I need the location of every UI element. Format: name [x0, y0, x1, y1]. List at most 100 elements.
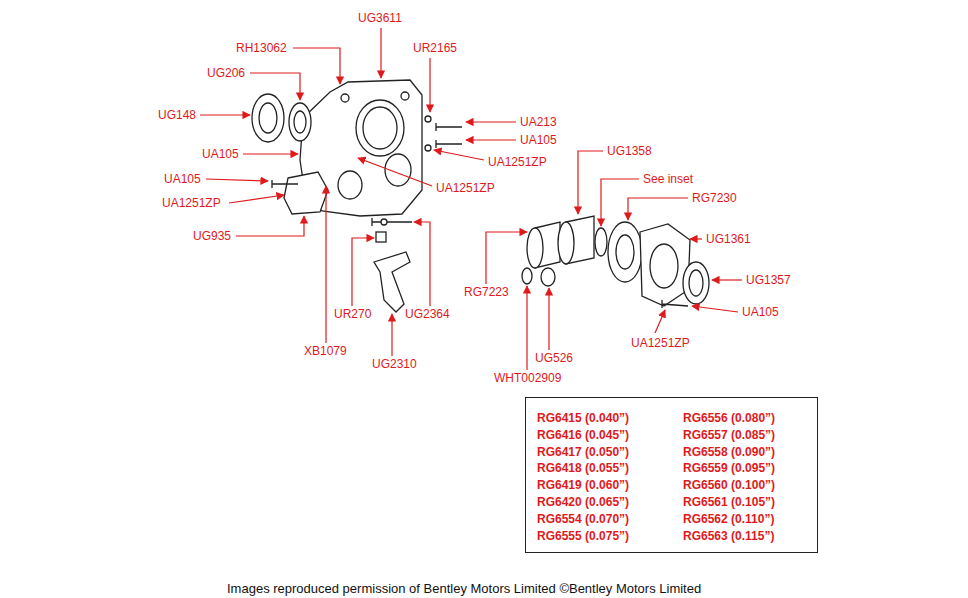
- leader-line: [352, 238, 374, 306]
- leader-line: [358, 158, 432, 186]
- part-number: XB1079: [304, 344, 347, 358]
- leader-line: [325, 186, 326, 343]
- leader-line: [434, 150, 484, 160]
- part-number: UA213: [520, 115, 557, 129]
- part-number: UG1358: [607, 144, 652, 158]
- shim-size: RG6555 (0.075”): [537, 529, 629, 543]
- shim-size: RG6562 (0.110”): [683, 512, 774, 526]
- shim-size: RG6417 (0.050”): [537, 445, 629, 459]
- part-number: RH13062: [236, 41, 287, 55]
- part-number: UA105: [164, 172, 201, 186]
- leader-line: [486, 232, 527, 284]
- washer: [381, 219, 387, 225]
- leader-line: [236, 216, 304, 236]
- leader-line: [526, 286, 527, 370]
- bolt: [272, 180, 298, 188]
- shim-size: RG6560 (0.100”): [683, 478, 775, 492]
- leader-line: [466, 139, 516, 140]
- leader-line: [601, 179, 639, 226]
- shim-size: RG6419 (0.060”): [537, 478, 629, 492]
- leader-line: [200, 114, 250, 115]
- parts: [252, 80, 709, 312]
- shim-size: RG6561 (0.105”): [683, 495, 775, 509]
- part-number: UG3611: [358, 11, 402, 25]
- leader-line: [250, 73, 300, 100]
- leader-line: [548, 288, 549, 350]
- bolt-hole: [341, 94, 349, 102]
- leader-line: [712, 279, 742, 280]
- housing-bore: [356, 100, 404, 156]
- bearing: [608, 222, 642, 282]
- part-number: WHT002909: [494, 371, 561, 385]
- part-number: UG526: [535, 351, 573, 365]
- shim-size: RG6558 (0.090”): [683, 445, 775, 459]
- leader-line: [206, 179, 268, 181]
- leader-line: [429, 58, 430, 112]
- washer: [425, 145, 431, 151]
- shim-size: RG6418 (0.055”): [537, 461, 629, 475]
- leader-line: [243, 153, 298, 154]
- coupling: [558, 222, 574, 264]
- part-number: UG935: [193, 229, 231, 243]
- bearing: [294, 111, 306, 133]
- shim-size: RG6559 (0.095”): [683, 461, 775, 475]
- part-number: UA1251ZP: [436, 181, 495, 195]
- lever: [374, 252, 410, 312]
- flange: [650, 244, 678, 288]
- housing-bore: [338, 171, 362, 199]
- cover-plate: [284, 172, 328, 214]
- part-number: UA105: [520, 133, 557, 147]
- oil-seal: [683, 262, 709, 304]
- shim-size: RG6415 (0.040”): [537, 411, 629, 425]
- bolt: [662, 300, 688, 308]
- part-number: See inset: [643, 172, 693, 186]
- leader-line: [690, 238, 702, 239]
- flange: [640, 224, 690, 306]
- part-number: UG2310: [372, 357, 417, 371]
- washer: [425, 116, 431, 122]
- part-number: UA1251ZP: [631, 336, 690, 350]
- shim-size: RG6420 (0.065”): [537, 495, 629, 509]
- inset-table: RG6415 (0.040”) RG6416 (0.045”) RG6417 (0.…: [525, 397, 818, 553]
- bearing: [289, 103, 311, 141]
- part-number: UR270: [334, 307, 371, 321]
- leader-line: [414, 222, 430, 306]
- gear: [527, 228, 543, 268]
- part-number: UG2364: [405, 307, 450, 321]
- caption: Images reproduced permission of Bentley …: [227, 581, 701, 596]
- shim-size: RG6563 (0.115”): [683, 529, 774, 543]
- leader-line: [229, 195, 284, 203]
- oil-seal: [689, 270, 703, 296]
- shim-size: RG6416 (0.045”): [537, 428, 629, 442]
- shim: [595, 228, 607, 256]
- part-number: UG1357: [746, 273, 791, 287]
- bolt: [436, 123, 462, 131]
- bolt-hole: [401, 92, 409, 100]
- part-number: RG7230: [692, 191, 737, 205]
- part-number: UA105: [742, 305, 779, 319]
- nut: [541, 268, 555, 286]
- part-number: UG1361: [706, 232, 751, 246]
- part-number: UR2165: [413, 41, 457, 55]
- leader-line: [692, 306, 738, 312]
- part-number: UG206: [207, 66, 245, 80]
- oil-seal: [252, 94, 284, 142]
- washer: [522, 268, 532, 284]
- oil-seal: [259, 103, 277, 133]
- part-number: UG148: [158, 108, 196, 122]
- shim-size: RG6556 (0.080”): [683, 411, 775, 425]
- leader-line: [380, 28, 381, 78]
- part-number: UA105: [202, 147, 239, 161]
- leader-line: [578, 151, 603, 214]
- bearing: [616, 235, 634, 269]
- shim-size: RG6554 (0.070”): [537, 512, 629, 526]
- part-number: RG7223: [464, 285, 509, 299]
- plug: [376, 232, 386, 242]
- leader-line: [655, 310, 665, 333]
- leader-line: [628, 198, 688, 220]
- part-number: UA1251ZP: [162, 196, 221, 210]
- bolt: [436, 140, 462, 148]
- bolt: [372, 218, 412, 226]
